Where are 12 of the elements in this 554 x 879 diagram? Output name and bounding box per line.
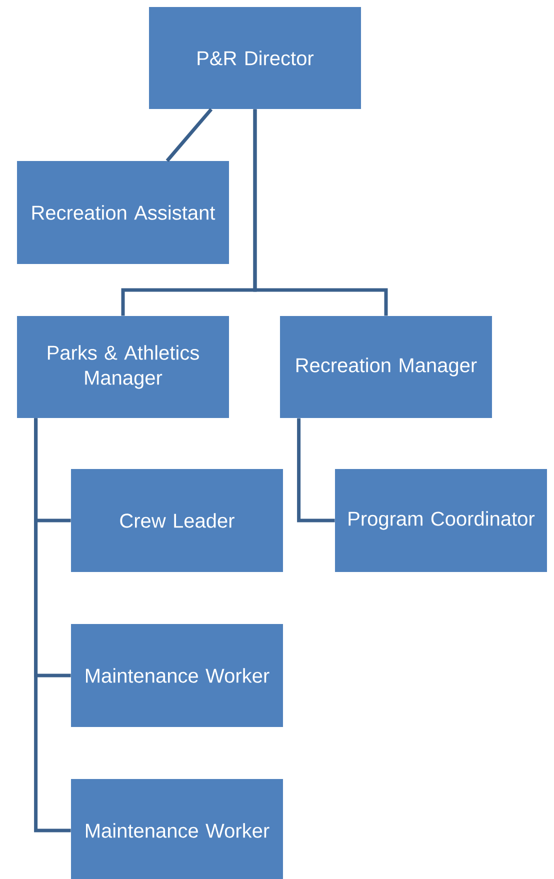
position-box: P&R Director — [149, 7, 361, 109]
position-box: Recreation Manager — [280, 316, 492, 418]
position-box: Maintenance Worker — [71, 624, 283, 727]
position-box: Maintenance Worker — [71, 779, 283, 879]
connector-line — [253, 109, 388, 316]
position-box: Crew Leader — [71, 469, 283, 572]
connector-line — [297, 418, 335, 522]
position-box: Parks & Athletics Manager — [17, 316, 229, 418]
position-box: Program Coordinator — [335, 469, 547, 572]
position-box: Recreation Assistant — [17, 161, 229, 264]
connector-line — [34, 418, 71, 832]
connector-line — [166, 108, 213, 162]
